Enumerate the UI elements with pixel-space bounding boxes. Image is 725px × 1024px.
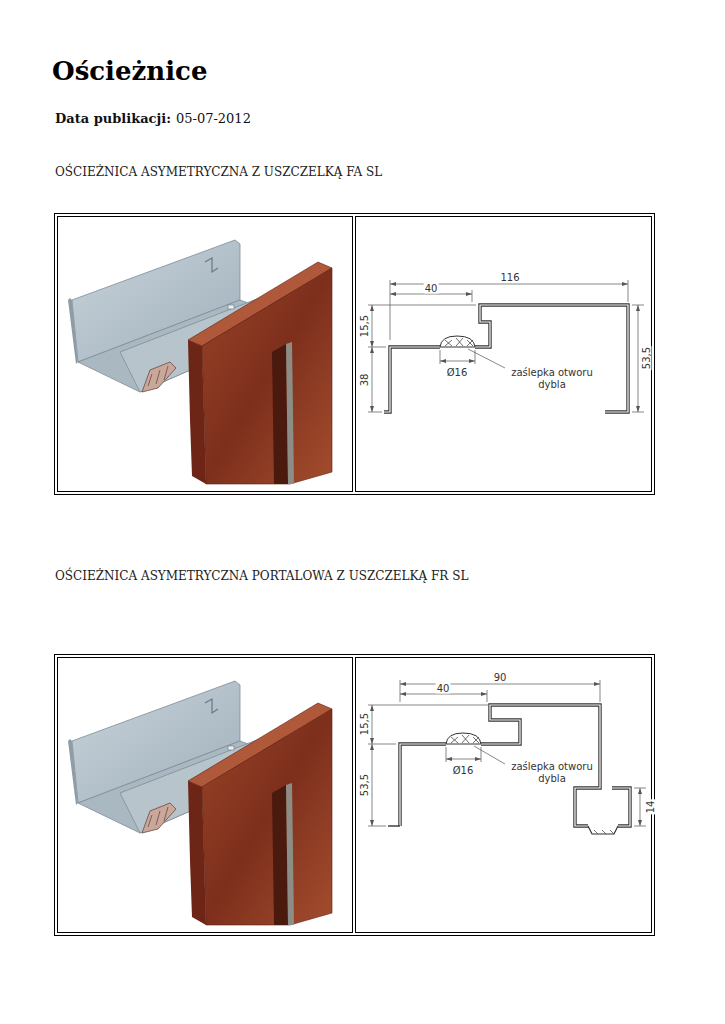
profile-drawing <box>368 680 646 834</box>
page-title: Ościeżnice <box>52 56 207 86</box>
meta-value: 05-07-2012 <box>176 111 251 126</box>
dimension: Ø16 <box>452 765 475 776</box>
dimension: 53,5 <box>641 346 652 370</box>
meta-label: Data publikacji: <box>55 111 171 126</box>
profile-drawing <box>368 280 644 412</box>
dimension: Ø16 <box>446 367 469 378</box>
frame-photo <box>68 681 332 925</box>
section-heading: OŚCIEŻNICA ASYMETRYCZNA Z USZCZELKĄ FA S… <box>55 165 382 179</box>
dimension: 15,5 <box>359 314 370 338</box>
section-heading: OŚCIEŻNICA ASYMETRYCZNA PORTALOWA Z USZC… <box>55 569 468 583</box>
dimension: 116 <box>499 272 520 283</box>
dimension: 14 <box>645 800 656 815</box>
dimension: 40 <box>436 683 451 694</box>
dimension: 40 <box>424 283 439 294</box>
frame-photo <box>68 240 332 484</box>
callout-note: zaślepka otworu dybla <box>507 367 597 390</box>
dimension: 53,5 <box>359 773 370 797</box>
callout-note: zaślepka otworu dybla <box>507 761 597 784</box>
dimension: 38 <box>359 373 370 388</box>
dimension: 15,5 <box>359 712 370 736</box>
dimension: 90 <box>493 672 508 683</box>
